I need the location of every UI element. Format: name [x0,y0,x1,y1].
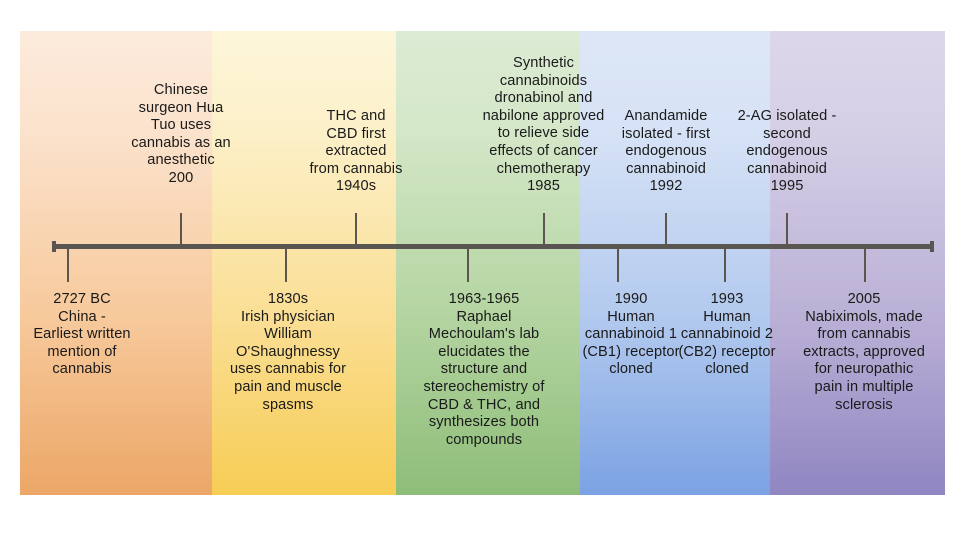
event-label-1985: Synthetic cannabinoids dronabinol and na… [482,55,605,195]
event-label-1963-1965: 1963-1965 Raphael Mechoulam's lab elucid… [423,291,545,448]
tick-1995 [786,213,788,246]
timeline-axis-left-cap [52,241,56,252]
tick-2727-bc [67,248,69,282]
background-bands [20,31,945,495]
event-label-1993: 1993 Human cannabinoid 2 (CB2) receptor … [678,291,776,378]
band-yellow [212,31,396,495]
timeline-axis-right-cap [930,241,934,252]
event-label-1992: Anandamide isolated - first endogenous c… [621,108,711,195]
tick-1940s [355,213,357,246]
event-label-1940s: THC and CBD first extracted from cannabi… [309,108,403,195]
event-label-2727-bc: 2727 BC China - Earliest written mention… [33,291,131,378]
timeline-axis-line [52,244,934,249]
event-label-2005: 2005 Nabiximols, made from cannabis extr… [803,291,925,413]
band-purple [770,31,945,495]
tick-1830s [285,248,287,282]
tick-1990 [617,248,619,282]
event-label-1990: 1990 Human cannabinoid 1 (CB1) receptor … [582,291,680,378]
tick-1992 [665,213,667,246]
tick-200 [180,213,182,246]
band-green [396,31,580,495]
tick-2005 [864,248,866,282]
event-label-1830s: 1830s Irish physician William O'Shaughne… [229,291,347,413]
tick-1993 [724,248,726,282]
band-blue [580,31,770,495]
tick-1963-1965 [467,248,469,282]
tick-1985 [543,213,545,246]
band-orange [20,31,212,495]
event-label-200: Chinese surgeon Hua Tuo uses cannabis as… [131,82,231,186]
event-label-1995: 2-AG isolated - second endogenous cannab… [737,108,837,195]
